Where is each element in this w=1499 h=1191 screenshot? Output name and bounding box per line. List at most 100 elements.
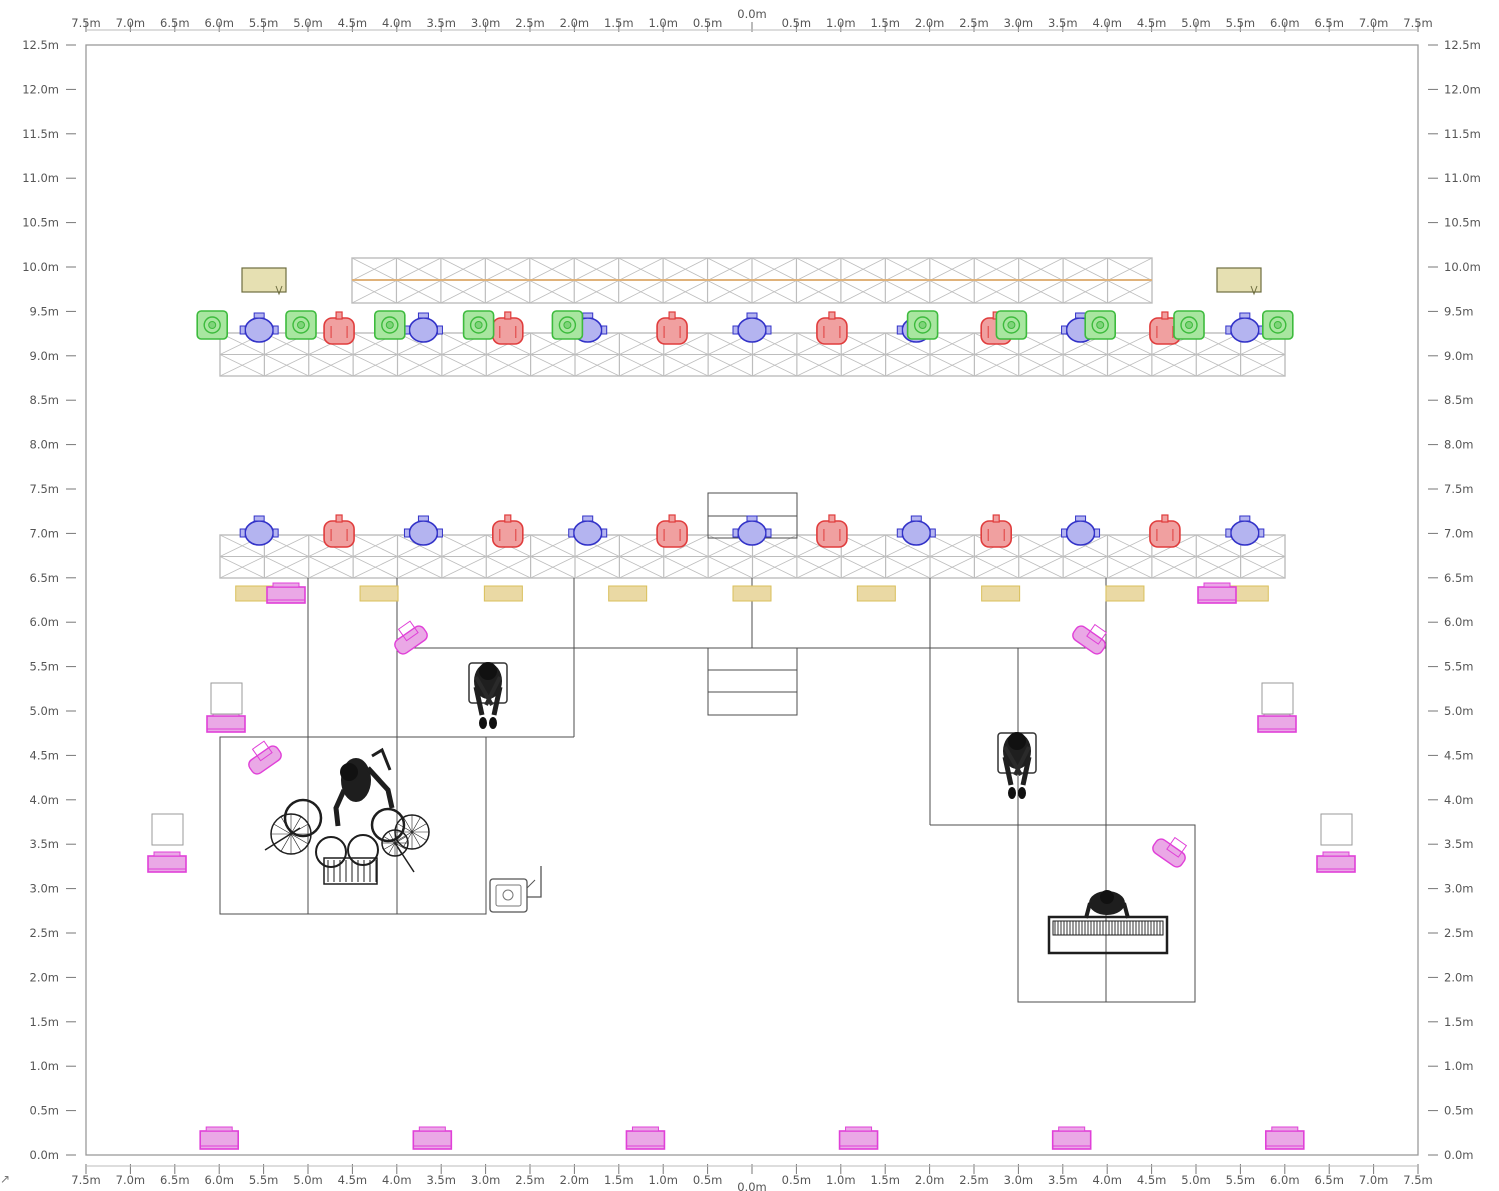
truss-brace: [974, 280, 1019, 304]
truss-brace: [264, 556, 309, 579]
y-tick-label-right: 1.5m: [1444, 1015, 1474, 1029]
wash-light-icon: [1262, 310, 1294, 340]
x-tick-label-top: 5.0m: [1181, 16, 1211, 30]
floor-wedge-icon: [199, 1126, 239, 1150]
spot-yoke: [335, 311, 343, 320]
x-tick-label-bottom: 1.5m: [604, 1173, 634, 1187]
truss-brace: [486, 354, 531, 377]
beam-handle: [272, 325, 279, 335]
wedge-body: [147, 855, 187, 873]
x-tick-label-bottom: 7.0m: [1359, 1173, 1389, 1187]
wash-lens-inner: [563, 321, 572, 329]
y-tick-label-right: 2.5m: [1444, 926, 1474, 940]
beam-handle: [239, 528, 246, 538]
truss-brace: [574, 332, 620, 355]
drummer-with-kit-icon: [264, 747, 430, 885]
truss-brace: [441, 556, 487, 579]
y-tick-label-left: 9.0m: [30, 349, 60, 363]
y-tick-label-left: 7.0m: [30, 526, 60, 540]
truss-brace: [841, 556, 886, 579]
floor-wedge-icon: [1152, 836, 1188, 868]
spot-yoke: [992, 514, 1000, 523]
truss-brace: [929, 257, 975, 281]
y-tick-label-right: 8.5m: [1444, 393, 1474, 407]
truss-brace: [485, 257, 530, 281]
beam-handle: [732, 528, 739, 538]
truss-brace: [529, 257, 575, 281]
truss-brace: [441, 534, 487, 557]
truss-brace: [752, 332, 798, 355]
y-tick-label-left: 8.5m: [30, 393, 60, 407]
kick-drum: [323, 857, 378, 885]
stage-boundary: [85, 44, 1419, 1156]
truss-brace: [885, 280, 930, 304]
y-tick-label-left: 3.5m: [30, 837, 60, 851]
wash-lens: [1269, 316, 1287, 334]
truss-brace: [440, 280, 486, 304]
beam-body: [244, 317, 274, 343]
beam-yoke: [746, 312, 758, 319]
x-tick-label-bottom: 6.5m: [1314, 1173, 1344, 1187]
truss-brace: [574, 354, 620, 377]
x-tick-label-top: 4.0m: [1092, 16, 1122, 30]
x-tick-label-top: 3.5m: [1048, 16, 1078, 30]
cymbal-rib: [290, 833, 302, 852]
drummer-arm: [366, 766, 395, 809]
keys-riser: [1017, 824, 1196, 1003]
beam-yoke: [1075, 515, 1087, 522]
wash-lens-inner: [208, 321, 217, 329]
x-tick-label-top: 5.5m: [1226, 16, 1256, 30]
beam-handle: [272, 528, 279, 538]
truss-brace: [352, 354, 398, 377]
wash-light-icon: [551, 310, 584, 340]
wash-lens: [1180, 316, 1198, 334]
spot-light-icon: [816, 311, 848, 345]
led-bar-icon: [856, 585, 896, 602]
x-tick-label-top: 2.5m: [959, 16, 989, 30]
led-bar-icon: [608, 585, 648, 602]
wedge-body: [266, 586, 306, 604]
truss-brace: [1018, 280, 1064, 304]
x-tick-label-bottom: 3.5m: [1048, 1173, 1078, 1187]
y-tick-label-left: 6.5m: [30, 571, 60, 585]
wedge-handle: [1058, 1126, 1086, 1132]
riser-center: [707, 647, 798, 716]
cymbal-rib: [290, 833, 309, 845]
spot-light-icon: [656, 311, 688, 345]
cymbal-rib: [388, 842, 396, 855]
beam-handle: [896, 325, 903, 335]
cymbal-rib: [403, 817, 413, 833]
floor-wedge-icon: [838, 1126, 879, 1150]
x-tick-label-top: 3.0m: [1004, 16, 1034, 30]
truss-brace: [530, 556, 576, 579]
beam-yoke: [253, 312, 265, 319]
y-tick-label-right: 7.5m: [1444, 482, 1474, 496]
drummer-stick: [371, 747, 392, 771]
beam-light-icon: [403, 515, 443, 546]
x-tick-label-bottom: 1.0m: [648, 1173, 678, 1187]
x-tick-label-bottom: 1.5m: [870, 1173, 900, 1187]
cymbal-rib: [273, 823, 292, 835]
spot-yoke: [504, 311, 512, 320]
truss-brace: [662, 280, 708, 304]
y-tick-label-left: 0.0m: [30, 1148, 60, 1162]
beam-handle: [436, 528, 443, 538]
y-tick-label-left: 1.5m: [30, 1015, 60, 1029]
truss-brace: [752, 556, 798, 579]
truss-brace: [396, 280, 442, 304]
beam-handle: [765, 528, 772, 538]
wedge-box: [251, 740, 273, 762]
y-tick-label-right: 3.5m: [1444, 837, 1474, 851]
x-tick-label-top: 1.0m: [648, 16, 678, 30]
floor-wedge-icon: [394, 620, 428, 655]
truss-brace: [840, 257, 886, 281]
spot-yoke: [828, 514, 836, 523]
wedge-body: [1152, 838, 1186, 868]
truss-brace: [1018, 534, 1064, 557]
truss-brace: [574, 534, 620, 557]
beam-yoke: [253, 515, 265, 522]
truss-brace: [529, 280, 575, 304]
y-tick-label-right: 9.0m: [1444, 349, 1474, 363]
wash-lens: [1091, 316, 1109, 334]
x-tick-label-top: 2.5m: [515, 16, 545, 30]
